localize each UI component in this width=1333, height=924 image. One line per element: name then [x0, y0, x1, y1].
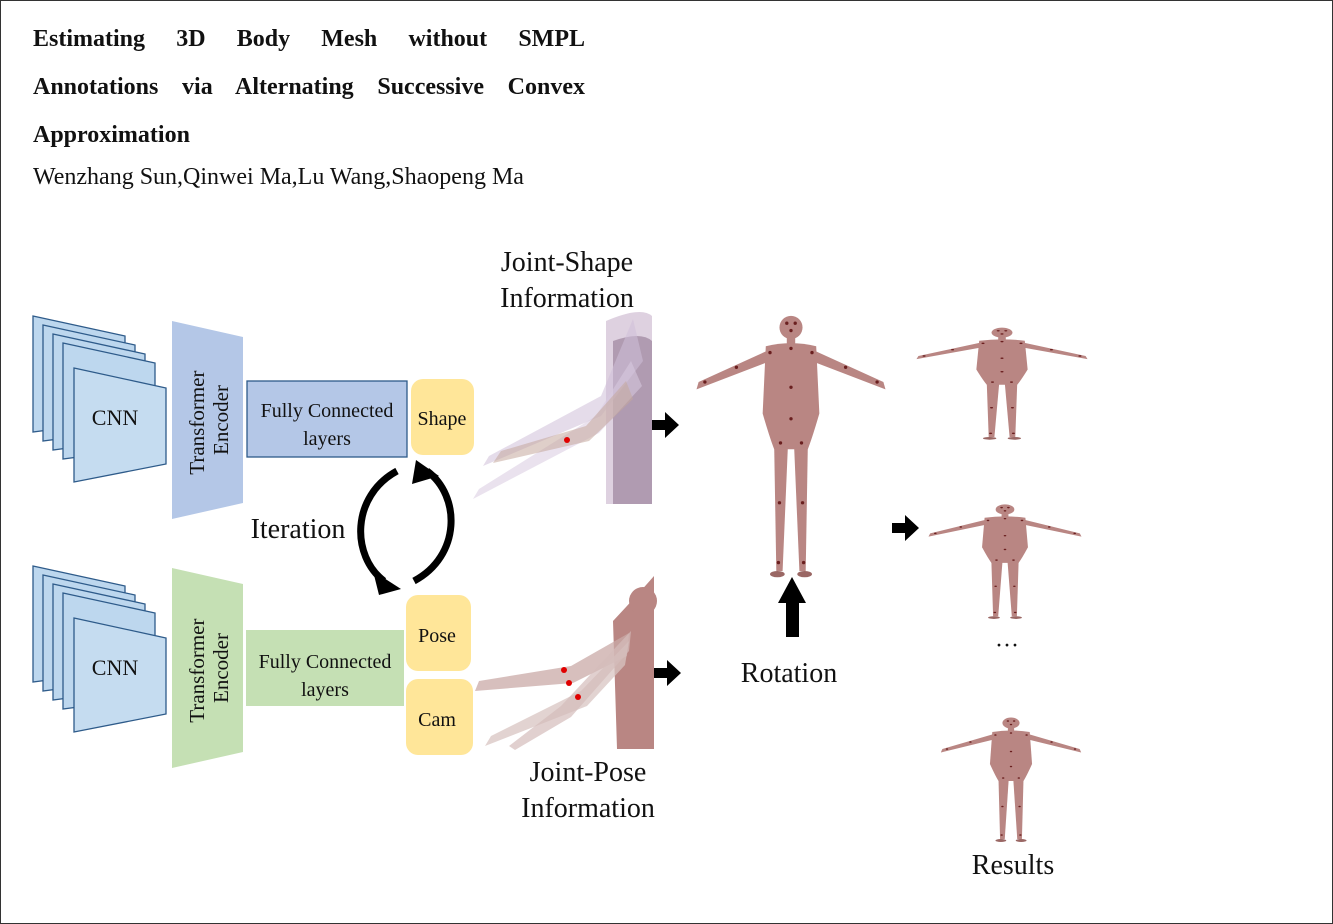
top-fc-line1: Fully Connected — [261, 400, 394, 422]
top-transformer-encoder — [172, 321, 243, 519]
bottom-cnn-label: CNN — [92, 655, 139, 680]
central-body-mesh — [696, 315, 886, 578]
rotation-label: Rotation — [741, 658, 837, 689]
bottom-encoder-line2: Encoder — [209, 633, 233, 703]
bottom-fc-layers — [246, 630, 404, 706]
top-cnn-stack — [32, 315, 167, 483]
bottom-cnn-stack — [32, 565, 167, 733]
top-fc-layers — [246, 380, 408, 458]
paper-authors: Wenzhang Sun,Qinwei Ma,Lu Wang,Shaopeng … — [33, 164, 524, 190]
joint-shape-image — [473, 312, 652, 504]
joint-shape-line1: Joint-Shape — [501, 247, 633, 278]
bottom-flow-arrow — [654, 660, 681, 686]
svg-text:Transformer Encoder: Transformer Encoder — [185, 613, 233, 722]
bottom-transformer-encoder — [172, 568, 243, 768]
cam-output-box — [406, 679, 473, 755]
rotation-arrow — [778, 577, 806, 637]
result-body-2 — [928, 504, 1082, 619]
results-ellipsis: ··· — [995, 633, 1019, 659]
bottom-encoder-line1: Transformer — [185, 619, 209, 723]
top-encoder-line2: Encoder — [209, 385, 233, 455]
pose-output-box — [406, 595, 471, 671]
joint-pose-line1: Joint-Pose — [530, 757, 647, 788]
top-cnn-label: CNN — [92, 405, 139, 430]
result-body-3 — [940, 717, 1082, 842]
iteration-label: Iteration — [251, 514, 346, 545]
top-encoder-line1: Transformer — [185, 371, 209, 475]
results-flow-arrow — [892, 515, 919, 541]
joint-pose-line2: Information — [521, 793, 655, 824]
svg-text:Transformer Encoder: Transformer Encoder — [185, 365, 233, 474]
results-label: Results — [972, 850, 1054, 881]
bottom-fc-line1: Fully Connected — [259, 651, 392, 673]
paper-title: Estimating 3D Body Mesh without SMPL Ann… — [33, 26, 585, 148]
result-body-1 — [916, 327, 1088, 440]
joint-pose-image — [475, 576, 657, 750]
pose-label: Pose — [418, 625, 456, 647]
top-flow-arrow — [652, 412, 679, 438]
bottom-fc-line2: layers — [301, 679, 349, 701]
shape-output-box — [411, 379, 474, 455]
top-fc-line2: layers — [303, 428, 351, 450]
cam-label: Cam — [418, 709, 456, 731]
iteration-loop-arrows — [357, 460, 455, 595]
joint-shape-line2: Information — [500, 283, 634, 314]
shape-label: Shape — [418, 408, 467, 430]
